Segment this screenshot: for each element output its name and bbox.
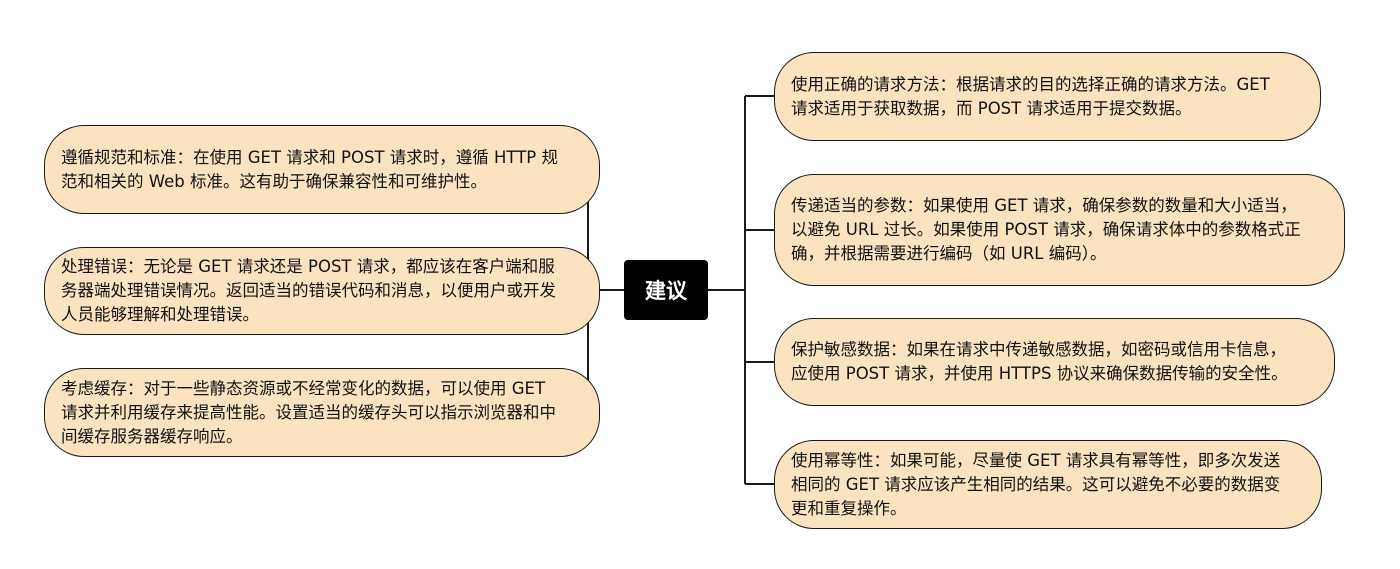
node-handle-errors[interactable]: 处理错误：无论是 GET 请求还是 POST 请求，都应该在客户端和服务器端处理… xyxy=(44,247,600,335)
node-follow-standards[interactable]: 遵循规范和标准：在使用 GET 请求和 POST 请求时，遵循 HTTP 规范和… xyxy=(44,125,600,214)
node-consider-caching[interactable]: 考虑缓存：对于一些静态资源或不经常变化的数据，可以使用 GET 请求并利用缓存来… xyxy=(44,368,600,457)
node-correct-method-text: 使用正确的请求方法：根据请求的目的选择正确的请求方法。GET 请求适用于获取数据… xyxy=(791,74,1270,118)
node-idempotency[interactable]: 使用幂等性：如果可能，尽量使 GET 请求具有幂等性，即多次发送相同的 GET … xyxy=(774,440,1322,529)
node-proper-parameters[interactable]: 传递适当的参数：如果使用 GET 请求，确保参数的数量和大小适当，以避免 URL… xyxy=(774,174,1345,286)
node-correct-method[interactable]: 使用正确的请求方法：根据请求的目的选择正确的请求方法。GET 请求适用于获取数据… xyxy=(774,52,1321,141)
center-node[interactable]: 建议 xyxy=(624,260,708,320)
node-consider-caching-text: 考虑缓存：对于一些静态资源或不经常变化的数据，可以使用 GET 请求并利用缓存来… xyxy=(61,378,556,446)
node-idempotency-text: 使用幂等性：如果可能，尽量使 GET 请求具有幂等性，即多次发送相同的 GET … xyxy=(791,450,1281,518)
node-proper-parameters-text: 传递适当的参数：如果使用 GET 请求，确保参数的数量和大小适当，以避免 URL… xyxy=(791,196,1301,263)
node-follow-standards-text: 遵循规范和标准：在使用 GET 请求和 POST 请求时，遵循 HTTP 规范和… xyxy=(61,147,558,191)
center-node-label: 建议 xyxy=(645,279,687,303)
node-protect-sensitive-data[interactable]: 保护敏感数据：如果在请求中传递敏感数据，如密码或信用卡信息，应使用 POST 请… xyxy=(774,318,1335,406)
node-protect-sensitive-data-text: 保护敏感数据：如果在请求中传递敏感数据，如密码或信用卡信息，应使用 POST 请… xyxy=(791,340,1288,383)
node-handle-errors-text: 处理错误：无论是 GET 请求还是 POST 请求，都应该在客户端和服务器端处理… xyxy=(61,257,556,324)
